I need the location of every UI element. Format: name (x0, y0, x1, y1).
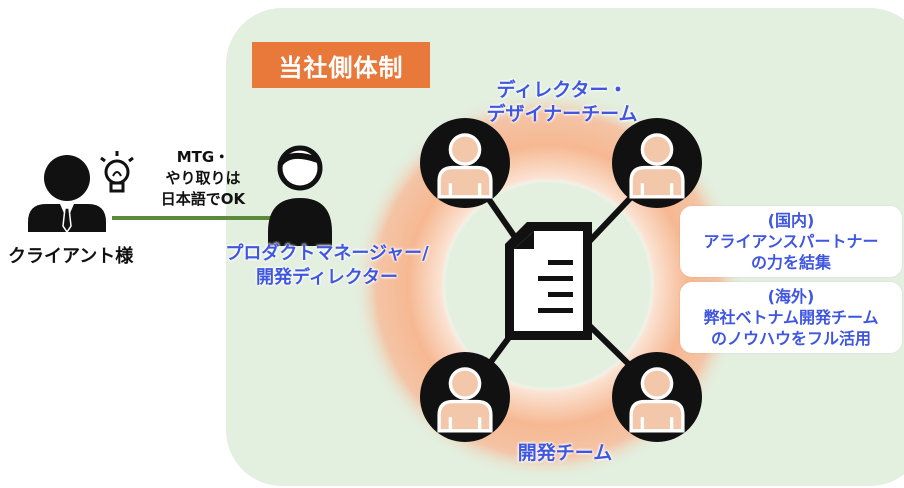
pm-label: プロダクトマネージャー/ 開発ディレクター (225, 243, 429, 288)
client-person-icon (28, 155, 106, 234)
team-member-icon (612, 352, 702, 442)
team-member-icon (420, 118, 510, 208)
overseas-team-callout: (海外) 弊社ベトナム開発チーム のノウハウをフル活用 (680, 282, 902, 353)
company-structure-badge: 当社側体制 (252, 42, 430, 88)
mtg-note: MTG・ やり取りは 日本語でOK (160, 148, 246, 208)
director-team-label: ディレクター・ デザイナーチーム (486, 79, 638, 125)
dev-team-label: 開発チーム (517, 442, 613, 464)
team-member-icon (612, 118, 702, 208)
pm-person-icon (268, 145, 332, 246)
client-label: クライアント様 (8, 246, 134, 267)
domestic-partner-callout: (国内) アライアンスパートナー の力を結集 (680, 206, 902, 277)
team-member-icon (420, 352, 510, 442)
lightbulb-icon (100, 151, 134, 193)
document-icon (505, 222, 592, 340)
